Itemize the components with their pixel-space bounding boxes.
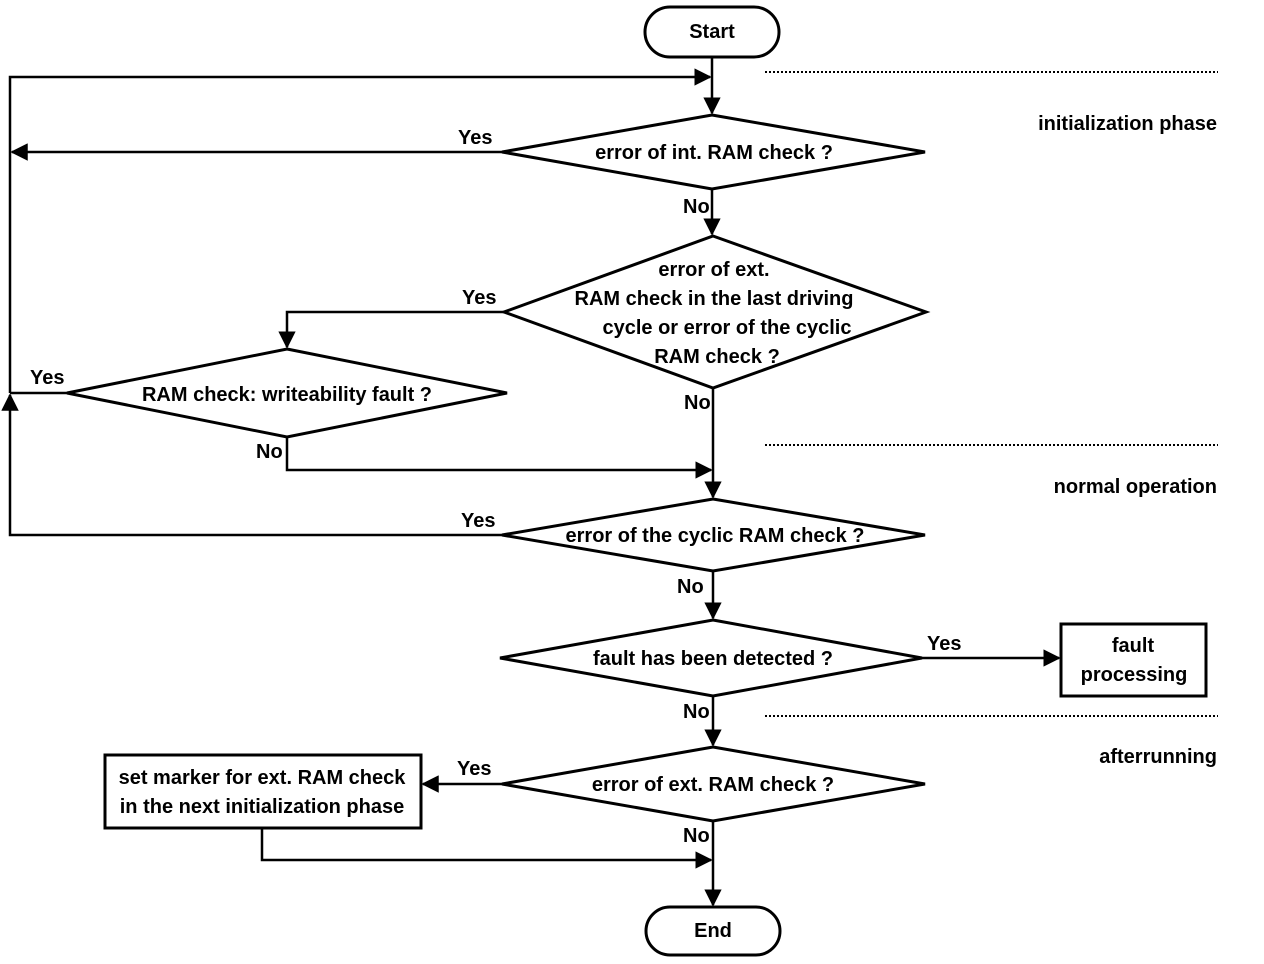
- ext-ram-check-after-label: error of ext. RAM check ?: [592, 774, 834, 796]
- fault-processing-line-2: processing: [1081, 664, 1188, 686]
- arrow-writeability-no: [285, 437, 713, 479]
- phase-label-initialization: initialization phase: [1038, 113, 1217, 135]
- int-check-yes-label: Yes: [458, 127, 492, 149]
- phase-label-normal: normal operation: [1054, 476, 1217, 498]
- int-check-no-label: No: [683, 196, 710, 218]
- fault-detected-no-label: No: [683, 701, 710, 723]
- cyclic-check-yes-label: Yes: [461, 510, 495, 532]
- end-terminal: [644, 905, 782, 957]
- ext-after-no-label: No: [683, 825, 710, 847]
- set-marker-line-1: set marker for ext. RAM check: [119, 767, 407, 789]
- ext-ram-check-line-3: cycle or error of the cyclic: [602, 317, 851, 339]
- fault-processing-box: [1059, 622, 1208, 698]
- ext-ram-check-line-1: error of ext.: [658, 259, 769, 281]
- cyclic-ram-check-label: error of the cyclic RAM check ?: [566, 525, 865, 547]
- fault-detected-label: fault has been detected ?: [593, 648, 833, 670]
- ext-after-yes-label: Yes: [457, 758, 491, 780]
- fault-detected-yes-label: Yes: [927, 633, 961, 655]
- writeability-fault-label: RAM check: writeability fault ?: [142, 384, 432, 406]
- ext-ram-check-line-2: RAM check in the last driving: [575, 288, 854, 310]
- arrow-set-marker-to-end: [260, 828, 713, 869]
- writeability-yes-label: Yes: [30, 367, 64, 389]
- fault-processing-line-1: fault: [1112, 635, 1155, 657]
- ext-check-no-label: No: [684, 392, 711, 414]
- arrow-ext-check-yes: [278, 310, 504, 349]
- cyclic-check-no-label: No: [677, 576, 704, 598]
- loop-back-cyclic: [1, 393, 502, 537]
- end-label: End: [694, 920, 732, 942]
- set-marker-box: [103, 753, 423, 830]
- ext-ram-check-line-4: RAM check ?: [654, 346, 780, 368]
- start-label: Start: [689, 21, 735, 43]
- ext-check-yes-label: Yes: [462, 287, 496, 309]
- loop-back-top: [8, 68, 712, 393]
- writeability-no-label: No: [256, 441, 283, 463]
- set-marker-line-2: in the next initialization phase: [120, 796, 404, 818]
- phase-label-afterrunning: afterrunning: [1099, 746, 1217, 768]
- int-ram-check-label: error of int. RAM check ?: [595, 142, 833, 164]
